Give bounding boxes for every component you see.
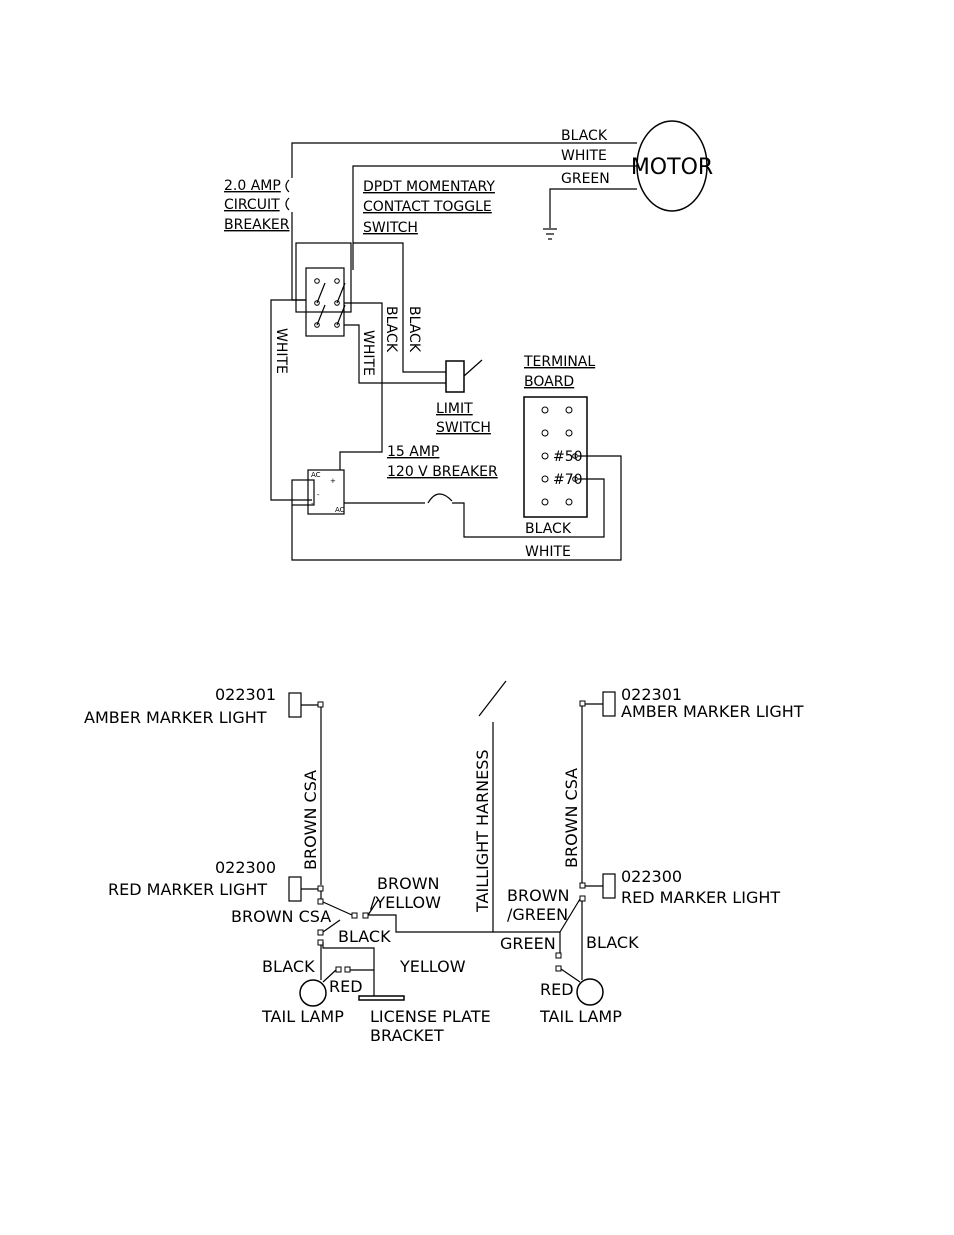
svg-text:-: - [317, 491, 320, 499]
switch-black-wire-to-breaker [339, 302, 383, 470]
toggle-switch-label: DPDT MOMENTARY CONTACT TOGGLE SWITCH [363, 179, 495, 236]
left-black-label-2: BLACK [262, 957, 315, 976]
svg-text:BOARD: BOARD [524, 374, 574, 390]
left-red-part-number: 022300 [215, 858, 276, 877]
svg-text:CIRCUIT: CIRCUIT [224, 197, 280, 213]
left-black-label-1: BLACK [338, 927, 391, 946]
svg-text:TERMINAL: TERMINAL [523, 354, 595, 370]
motor-green-wire [549, 188, 637, 228]
right-tail-lamp-label: TAIL LAMP [539, 1007, 622, 1026]
license-plate-bracket [358, 995, 405, 1001]
svg-text:2.0 AMP: 2.0 AMP [224, 178, 281, 194]
terminal-board [523, 396, 588, 518]
bottom-white-wire [291, 455, 622, 561]
left-black-wire-to-bracket [322, 942, 375, 970]
terminal-70-label: #70 [553, 472, 583, 488]
toggle-switch-housing [295, 242, 352, 313]
svg-text:120 V BREAKER: 120 V BREAKER [387, 464, 498, 480]
limit-switch-arm [463, 359, 483, 377]
harness-horizontal-wire [368, 914, 560, 933]
switch-white-wire-to-limit [344, 324, 446, 384]
left-amber-marker-light [288, 692, 302, 718]
license-plate-label-2: BRACKET [370, 1026, 444, 1045]
license-plate-label-1: LICENSE PLATE [370, 1007, 491, 1026]
toggle-switch-body [305, 267, 345, 337]
motor-black-label: BLACK [561, 128, 608, 144]
left-red-marker-light [288, 876, 302, 902]
breaker-15a-body [307, 469, 345, 515]
svg-text:AC: AC [311, 471, 321, 479]
left-brown-csa-label: BROWN CSA [231, 907, 331, 926]
bottom-black-label: BLACK [525, 521, 572, 537]
svg-text:CONTACT TOGGLE: CONTACT TOGGLE [363, 199, 492, 215]
left-red-wire-label: RED [329, 977, 363, 996]
breaker-2a-arc-bottom [285, 197, 290, 211]
right-red-label: RED MARKER LIGHT [621, 888, 780, 907]
svg-text:+: + [330, 477, 336, 485]
right-red-part-number: 022300 [621, 867, 682, 886]
yellow-label: YELLOW [399, 957, 466, 976]
svg-text:BREAKER: BREAKER [224, 217, 290, 233]
right-brown-csa-vert-label: BROWN CSA [562, 768, 581, 868]
breaker-15a-markings: AC + - AC - [311, 471, 345, 514]
left-tail-lamp [299, 979, 327, 1007]
right-amber-part-number: 022301 [621, 685, 682, 704]
taillight-harness-label: TAILLIGHT HARNESS [473, 749, 492, 913]
breaker-2a-lower-wire [291, 212, 306, 301]
bottom-white-label: WHITE [525, 544, 571, 560]
svg-text:15 AMP: 15 AMP [387, 444, 439, 460]
switch-white-label: WHITE [360, 330, 376, 376]
svg-text:-: - [311, 500, 314, 508]
left-white-label: WHITE [273, 328, 289, 374]
right-amber-label: AMBER MARKER LIGHT [621, 702, 804, 721]
motor-label: MOTOR [631, 155, 713, 180]
motor-white-wire [352, 165, 637, 270]
svg-text:SWITCH: SWITCH [436, 420, 491, 436]
right-tail-lamp [576, 978, 604, 1006]
toggle-switch-contacts [314, 278, 346, 328]
lights-wiring-diagram: 022301 AMBER MARKER LIGHT BROWN CSA 0223… [84, 680, 804, 1045]
limit-switch [445, 360, 465, 393]
brown-green-label-1: BROWN [507, 886, 569, 905]
right-green-label: GREEN [500, 934, 556, 953]
breaker-2a-label: 2.0 AMP CIRCUIT BREAKER [224, 178, 290, 233]
motor-wiring-diagram: MOTOR BLACK 2.0 AMP CIRCUIT BREAKER WHIT… [224, 120, 713, 561]
terminal-50-label: #50 [553, 449, 583, 465]
limit-switch-label: LIMIT SWITCH [436, 401, 491, 436]
svg-text:DPDT MOMENTARY: DPDT MOMENTARY [363, 179, 495, 195]
breaker-2a-arc-top [285, 179, 290, 193]
brown-yellow-label-2: /YELLOW [370, 893, 441, 912]
left-amber-label: AMBER MARKER LIGHT [84, 708, 267, 727]
bottom-black-wire [452, 478, 605, 538]
left-red-label: RED MARKER LIGHT [108, 880, 267, 899]
inline-breaker-arc [427, 493, 453, 504]
breaker-15a-outer [291, 479, 315, 506]
motor-green-label: GREEN [561, 171, 610, 187]
svg-text:LIMIT: LIMIT [436, 401, 473, 417]
brown-yellow-label-1: BROWN [377, 874, 439, 893]
right-amber-marker-light [602, 691, 616, 717]
right-red-marker-light [602, 873, 616, 899]
terminal-board-label: TERMINAL BOARD [523, 354, 595, 390]
svg-text:SWITCH: SWITCH [363, 220, 418, 236]
left-amber-part-number: 022301 [215, 685, 276, 704]
taillight-harness-cut [478, 680, 507, 717]
switch-black-label-2: BLACK [383, 306, 399, 353]
motor-white-label: WHITE [561, 148, 607, 164]
switch-black-label-1: BLACK [406, 306, 422, 353]
switch-black-wire-to-limit [353, 242, 446, 373]
left-brown-csa-vert-label: BROWN CSA [301, 770, 320, 870]
terminal-board-terminals [541, 406, 578, 506]
breaker-15a-label: 15 AMP 120 V BREAKER [387, 444, 498, 480]
motor-black-wire [291, 142, 637, 178]
svg-text:AC: AC [335, 506, 345, 514]
right-red-wire-label: RED [540, 980, 574, 999]
left-tail-lamp-label: TAIL LAMP [261, 1007, 344, 1026]
brown-green-wire [559, 898, 581, 933]
right-black-label: BLACK [586, 933, 639, 952]
ground-symbol [543, 228, 557, 240]
brown-green-label-2: /GREEN [507, 905, 568, 924]
